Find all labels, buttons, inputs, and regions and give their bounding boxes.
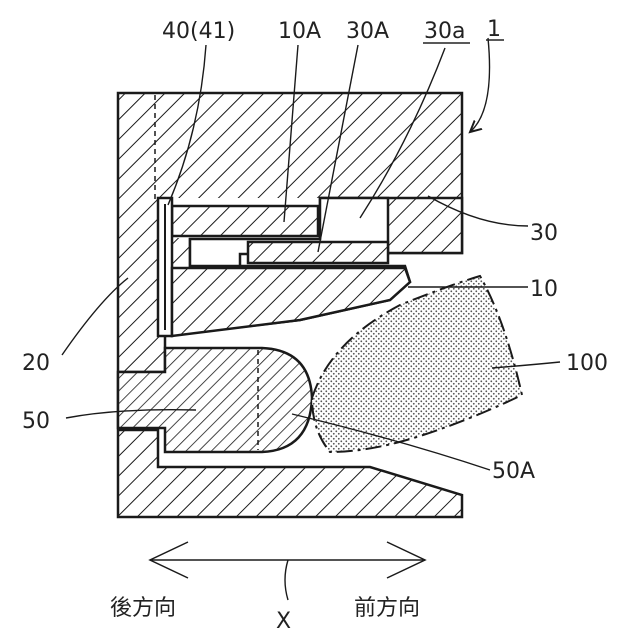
label-10A: 10A (278, 19, 321, 44)
label-50A: 50A (492, 459, 535, 484)
spring-arm-10A (172, 206, 318, 236)
label-x-axis: X (276, 609, 291, 634)
label-30a: 30a (424, 19, 465, 44)
label-50: 50 (22, 409, 50, 434)
label-1: 1 (487, 17, 501, 42)
spring-arm-30A (248, 242, 388, 263)
label-20: 20 (22, 351, 50, 376)
label-100: 100 (566, 351, 608, 376)
label-rear-direction: 後方向 (110, 596, 176, 621)
label-front-direction: 前方向 (354, 596, 420, 621)
arrow-x-leader (285, 560, 288, 600)
label-10: 10 (530, 277, 558, 302)
label-30: 30 (530, 221, 558, 246)
label-30A: 30A (346, 19, 389, 44)
leader-1 (470, 38, 490, 132)
label-40-41: 40(41) (162, 19, 235, 44)
